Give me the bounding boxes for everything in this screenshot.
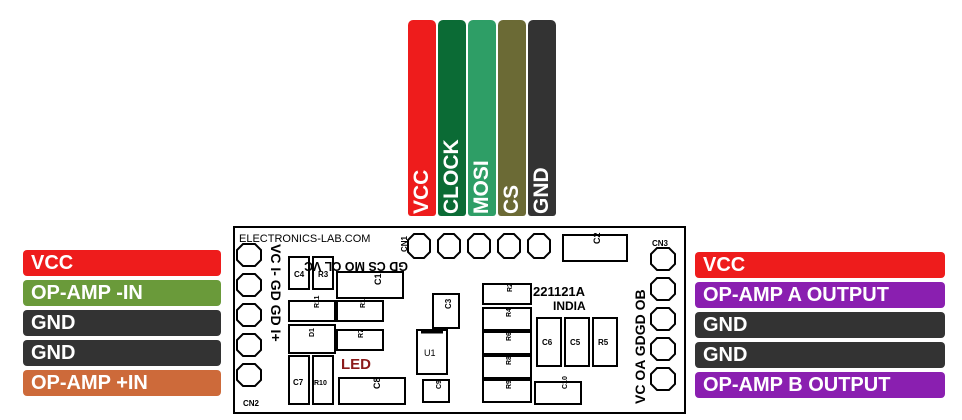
c3-label: C3 <box>444 298 453 309</box>
top-label-vcc: VCC <box>408 20 436 216</box>
cn2-pad <box>236 333 262 357</box>
left-label-gnd: GND <box>23 310 221 336</box>
c7-label: C7 <box>293 378 304 387</box>
top-label-mosi: MOSI <box>468 20 496 216</box>
r5-outline <box>592 317 618 367</box>
r5-label: R5 <box>598 338 609 347</box>
r2-label: R2 <box>507 283 514 292</box>
top-label-text: GND <box>530 167 553 214</box>
c7-outline <box>288 355 310 405</box>
r4-label: R4 <box>506 308 513 317</box>
r4-outline <box>482 307 532 331</box>
r6-outline <box>482 331 532 355</box>
c4-label: C4 <box>294 270 305 279</box>
c1-label: C1 <box>373 273 383 285</box>
r2-outline <box>482 283 532 305</box>
cn1-header <box>407 233 551 259</box>
r3-outline <box>312 256 334 290</box>
cn3-pad <box>650 277 676 301</box>
cn2-header <box>236 243 262 387</box>
right-label-opamp-b-output: OP-AMP B OUTPUT <box>695 372 945 398</box>
c5-label: C5 <box>570 338 581 347</box>
c10-outline <box>534 381 582 405</box>
cn1-pad <box>527 233 551 259</box>
cn3-label: CN3 <box>652 239 669 248</box>
d1-label: D1 <box>309 328 316 337</box>
c8-outline <box>338 377 406 405</box>
r11-label: R11 <box>314 295 321 308</box>
c2-label: C2 <box>592 232 602 244</box>
c9-label: C9 <box>436 380 443 389</box>
top-label-clock: CLOCK <box>438 20 466 216</box>
right-label-opamp-a-output: OP-AMP A OUTPUT <box>695 282 945 308</box>
cn3-pin-labels: VC OA GDGD OB <box>632 289 648 404</box>
cn1-pad <box>467 233 491 259</box>
c3-outline <box>432 293 460 329</box>
cn2-pad <box>236 273 262 297</box>
left-label-opamp-minus-in: OP-AMP -IN <box>23 280 221 306</box>
brand-text: ELECTRONICS-LAB.COM <box>239 233 370 245</box>
cn2-pin-labels: VC I- GD GD I+ <box>268 244 284 342</box>
u1-outline <box>416 329 448 375</box>
right-label-gnd: GND <box>695 312 945 338</box>
top-label-gnd: GND <box>528 20 556 216</box>
top-label-text: VCC <box>410 169 433 214</box>
cn2-pad <box>236 243 262 267</box>
left-label-vcc: VCC <box>23 250 221 276</box>
r7-label: R7 <box>358 329 365 338</box>
cn1-pin-labels: GD CS MO CL VC <box>304 259 408 273</box>
r11-outline <box>288 300 336 322</box>
r1-outline <box>336 300 384 322</box>
cn3-pad <box>650 367 676 391</box>
cn3-pad <box>650 337 676 361</box>
cn1-pad <box>497 233 521 259</box>
r9-outline <box>482 379 532 403</box>
left-label-gnd: GND <box>23 340 221 366</box>
top-label-text: CS <box>500 184 523 214</box>
c9-outline <box>422 379 450 403</box>
r8-outline <box>482 355 532 379</box>
cn2-pad <box>236 303 262 327</box>
r7-outline <box>336 329 384 351</box>
c4-outline <box>288 256 310 290</box>
right-label-gnd: GND <box>695 342 945 368</box>
country-text: INDIA <box>553 299 586 313</box>
top-label-cs: CS <box>498 20 526 216</box>
c6-label: C6 <box>542 338 553 347</box>
r6-label: R6 <box>506 332 513 341</box>
r10-outline <box>312 355 334 405</box>
pcb-board: ELECTRONICS-LAB.COM CN1 GD CS MO CL VC C… <box>233 226 686 414</box>
top-label-text: CLOCK <box>440 139 463 214</box>
r8-label: R8 <box>506 356 513 365</box>
c2-outline <box>562 234 628 262</box>
left-label-opamp-plus-in: OP-AMP +IN <box>23 370 221 396</box>
cn3-header <box>650 247 676 391</box>
d1-outline <box>288 324 336 354</box>
c1-outline <box>336 271 404 299</box>
r3-label: R3 <box>318 270 329 279</box>
cn1-pad <box>407 233 431 259</box>
r10-label: R10 <box>314 380 327 387</box>
cn3-pad <box>650 307 676 331</box>
right-label-vcc: VCC <box>695 252 945 278</box>
cn3-pad <box>650 247 676 271</box>
led-text: LED <box>341 356 371 373</box>
c10-label: C10 <box>562 376 569 389</box>
r9-label: R9 <box>506 380 513 389</box>
cn2-pad <box>236 363 262 387</box>
part-number: 221121A <box>533 284 586 299</box>
c5-outline <box>564 317 590 367</box>
top-label-text: MOSI <box>470 160 493 214</box>
cn1-pad <box>437 233 461 259</box>
c6-outline <box>536 317 562 367</box>
r1-label: R1 <box>360 299 367 308</box>
u1-label: U1 <box>424 348 436 358</box>
board-outline <box>233 226 686 414</box>
c8-label: C8 <box>372 377 382 389</box>
cn1-label: CN1 <box>400 235 409 252</box>
cn2-label: CN2 <box>243 399 260 408</box>
